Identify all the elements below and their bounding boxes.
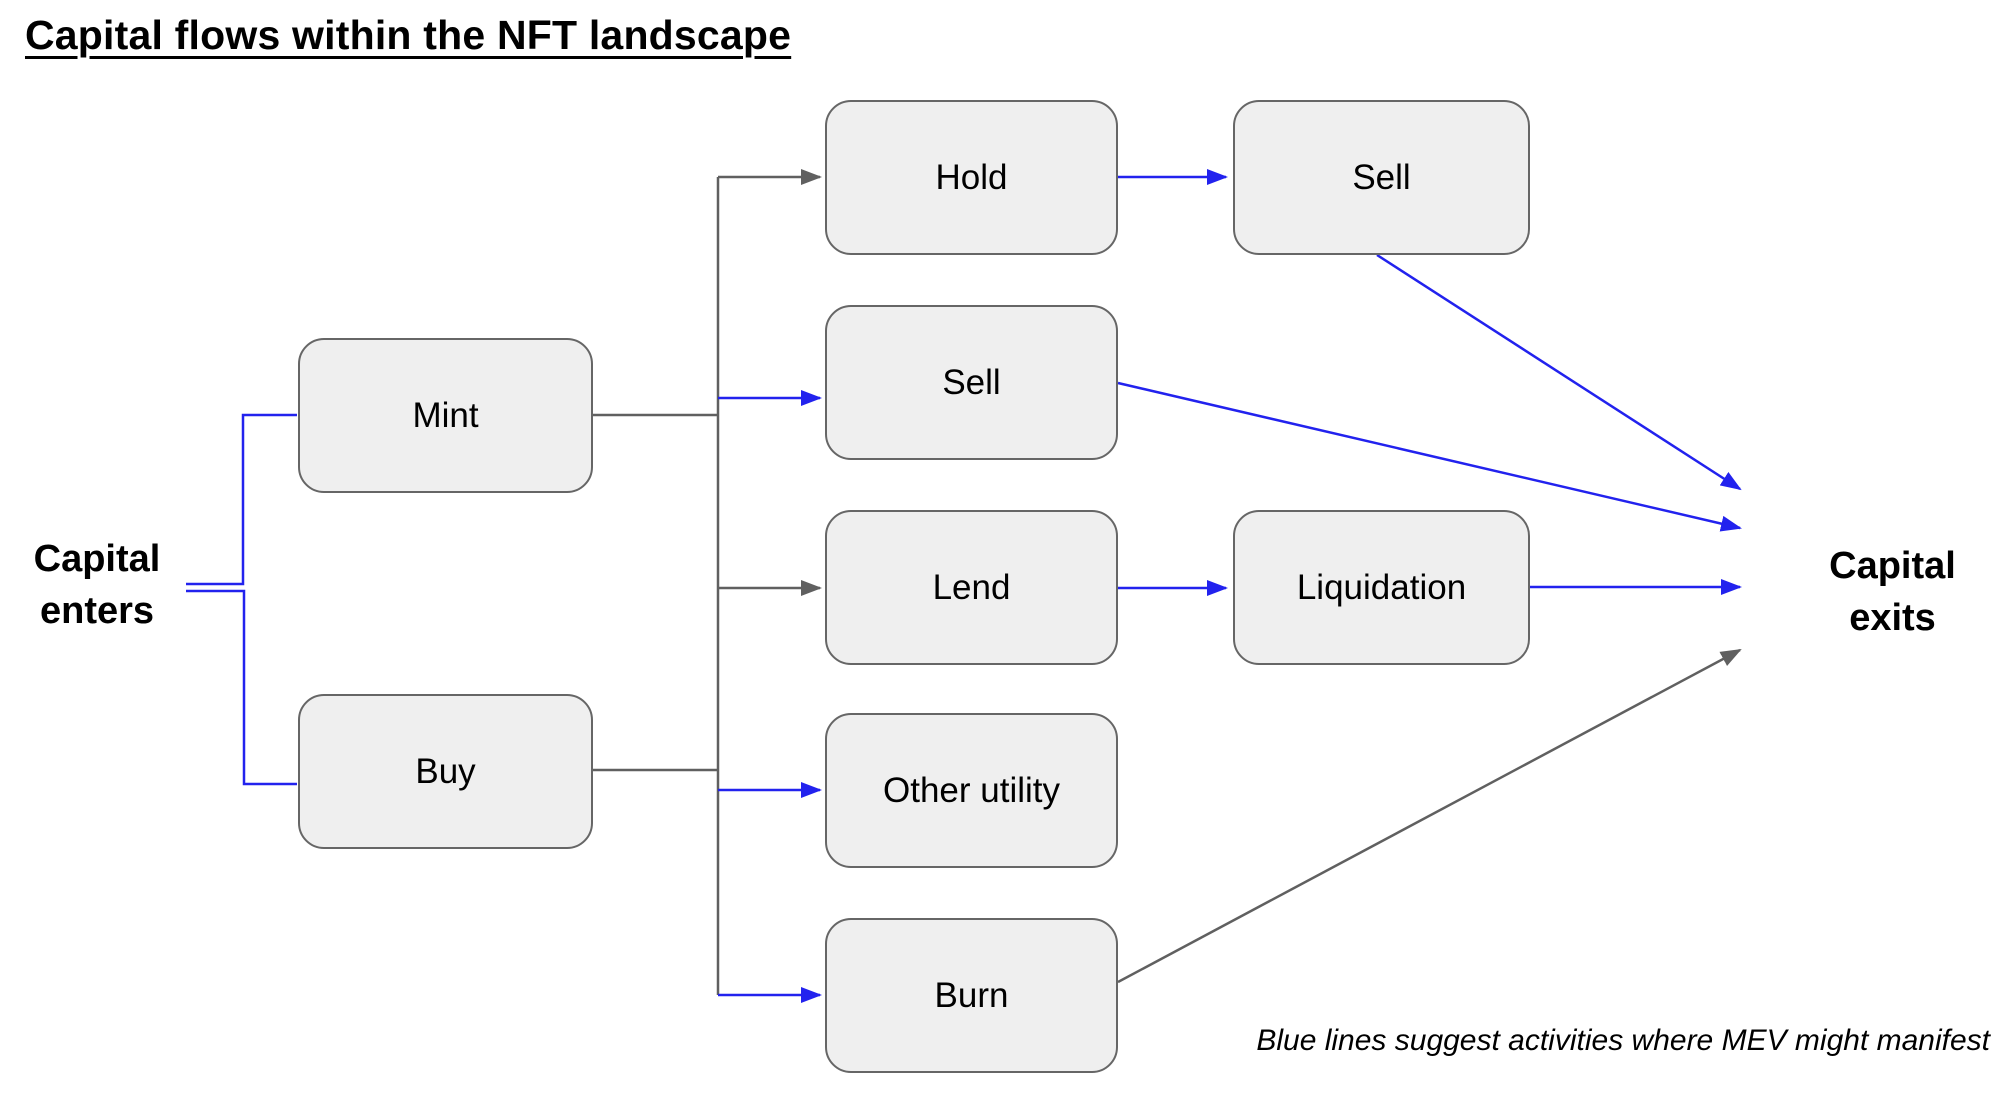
flow-node-burn: Burn [825, 918, 1118, 1073]
flow-node-sell-top: Sell [1233, 100, 1530, 255]
flow-node-buy: Buy [298, 694, 593, 849]
flow-node-label: Mint [412, 395, 479, 435]
capital-enters-label: Capital enters [8, 533, 186, 638]
flow-node-label: Burn [934, 975, 1009, 1015]
capital-exits-line1: Capital [1829, 545, 1956, 587]
flow-node-label: Hold [935, 157, 1008, 197]
flow-node-label: Lend [932, 567, 1011, 607]
capital-enters-line1: Capital [33, 538, 161, 580]
flow-node-label: Other utility [883, 770, 1060, 810]
flow-node-sell-mid: Sell [825, 305, 1118, 460]
flow-node-label: Buy [415, 751, 476, 791]
edge-sell-mid-to-exits [1117, 381, 1742, 532]
flow-node-mint: Mint [298, 338, 593, 493]
edge-enters-to-mint [186, 413, 297, 586]
edge-burn-to-exits [1117, 648, 1742, 984]
diagram-title: Capital flows within the NFT landscape [25, 12, 792, 58]
edge-sell-top-to-exits [1376, 253, 1742, 491]
flow-node-lend: Lend [825, 510, 1118, 665]
flow-node-other-utility: Other utility [825, 713, 1118, 868]
flow-node-label: Sell [942, 362, 1001, 402]
flow-node-label: Sell [1352, 157, 1411, 197]
flow-node-label: Liquidation [1296, 567, 1467, 607]
capital-exits-line2: exits [1849, 597, 1936, 640]
capital-exits-label: Capital exits [1800, 540, 1985, 645]
capital-enters-line2: enters [39, 590, 155, 633]
mev-footnote: Blue lines suggest activities where MEV … [1256, 1024, 1990, 1057]
edge-enters-to-buy [186, 589, 297, 786]
flow-node-hold: Hold [825, 100, 1118, 255]
flow-node-liquidation: Liquidation [1233, 510, 1530, 665]
